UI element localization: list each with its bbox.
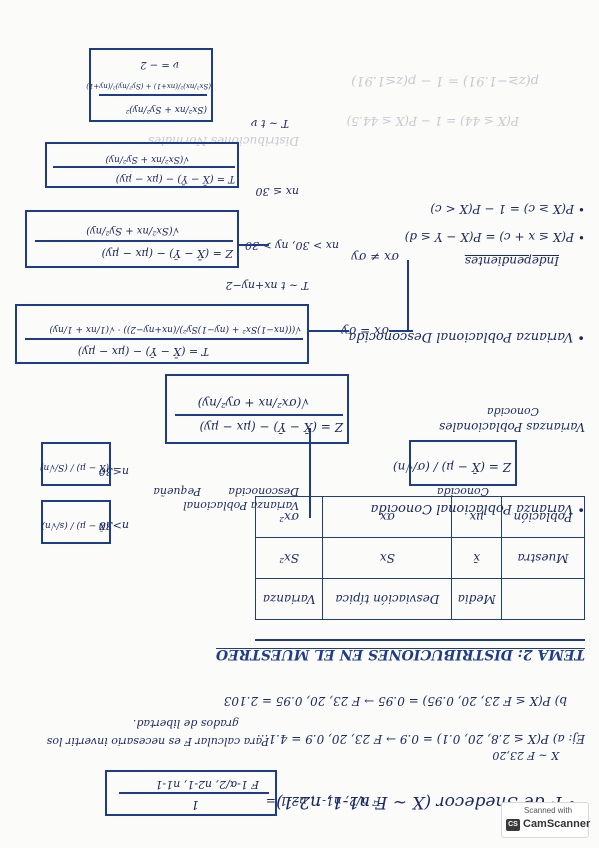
t-pooled-formula: T = (X̄ − Ȳ) − (μx − μy) <box>77 345 209 358</box>
table-header-cell <box>501 578 585 620</box>
welch-lhs: ν = − 2 <box>140 59 179 70</box>
f-snedecor-num: 1 <box>191 798 199 812</box>
table-cell: Sx² <box>255 537 323 579</box>
example-b: b) P(X ≤ F 23, 20, 0.95) = 0.95 → F 23, … <box>223 694 567 708</box>
z-two-formula: Z = (X̄ − Ȳ) − (μx − μy) <box>199 420 343 434</box>
table-header-cell: Media <box>451 578 502 620</box>
var-conocida-title: • Varianza Poblacional Conocida <box>370 501 585 516</box>
example-dist: X ~ F 23,20 <box>492 749 559 762</box>
varianzas-title: Varianzas Poblacionales <box>439 420 585 434</box>
t-unequal-formula: T = (X̄ − Ȳ) − (μx − μy) <box>115 173 235 184</box>
example-note-1: Para calcular F es necesario invertir lo… <box>46 735 269 748</box>
nx-le-label: nx ≤ 30 <box>255 185 300 198</box>
t-mean-large: (X̄ − μ) / (s/√n) <box>41 520 110 530</box>
var-poblacional-label: Varianza Poblacional <box>183 499 299 512</box>
tema-title: TEMA 2: DISTRIBUCIONES EN EL MUESTREO <box>215 646 585 662</box>
fraction-bar <box>175 414 343 416</box>
table-cell: Sx <box>322 537 452 579</box>
label-conocida-2: Conocida <box>486 405 539 418</box>
z-two-den: √(σx²/nx + σy²/ny) <box>197 396 309 410</box>
table-row: Muestra x̄ Sx Sx² <box>255 537 585 579</box>
ghost-text: p(z≥−1.91) = 1 − p(z≤1.91) <box>351 73 539 88</box>
table-row: Media Desviación típica Varianza <box>255 578 585 620</box>
z-unequal-formula: Z = (X̄ − Ȳ) − (μx − μy) <box>101 247 233 260</box>
t-mean-small: (X̄ − μ) / (S/√n) <box>39 462 109 472</box>
tema-underline <box>255 639 585 641</box>
example-note-2: grados de libertad. <box>132 717 239 730</box>
f-snedecor-lhs: F α/2, n1-1, n2-1 = <box>265 794 381 808</box>
label-desconocida: Desconocida <box>228 485 299 498</box>
table-cell: x̄ <box>451 537 502 579</box>
label-pequena: Pequeña <box>153 485 201 498</box>
fraction-bar <box>99 94 207 96</box>
t-pooled-den: √(((nx−1)Sx² + (ny−1)Sy²)/(nx+ny−2)) · √… <box>49 324 301 334</box>
t-sim-label: T ~ t ν <box>250 117 289 130</box>
fraction-bar <box>25 338 303 340</box>
connector-line <box>239 244 269 246</box>
example-a: Ej: a) P(X ≤ 2.8, 20, 0.1) = 0.9 → F 23,… <box>256 732 585 746</box>
z-unequal-den: √(Sx²/nx + Sy²/ny) <box>86 225 179 236</box>
table-header-cell: Varianza <box>255 578 323 620</box>
sigma-neq-label: σx ≠ σy <box>351 250 399 264</box>
independientes-label: Independientes <box>464 254 559 268</box>
badge-name: CamScanner <box>523 818 591 830</box>
f-snedecor-den: F 1-α/2, n2-1, n1-1 <box>155 778 259 791</box>
t-unequal-den: √(Sx²/nx + Sy²/ny) <box>105 154 189 164</box>
badge-caption: Scanned with <box>524 806 573 815</box>
welch-num: (Sx²/nx + Sy²/ny)² <box>125 104 207 114</box>
connector-line <box>309 330 349 332</box>
z-mean-formula: Z = (X̄ − μ) / (σ/√n) <box>392 460 511 474</box>
n-small-t: T ~ t nx+ny−2 <box>225 279 309 292</box>
ghost-text: P(X ≤ 44) = 1 − P(X ≤ 44.5) <box>346 114 519 128</box>
connector-line <box>407 260 409 332</box>
table-cell: Muestra <box>501 537 585 579</box>
camscanner-badge: Scanned with CS CamScanner <box>501 802 591 838</box>
connector-line <box>389 330 413 332</box>
label-conocida: Conocida <box>436 485 489 498</box>
fraction-bar <box>119 792 269 794</box>
prob-1: • P(X ≤ x + c) = P(X − Y ≤ d) <box>404 230 585 244</box>
prob-2: • P(X ≥ c) = 1 − P(X < c) <box>430 202 585 216</box>
fraction-bar <box>53 166 235 168</box>
welch-den: (Sx²/nx)²/(nx+1) + (Sy²/ny)²/(ny+1) <box>86 82 211 90</box>
table-header-cell: Desviación típica <box>322 578 452 620</box>
camscanner-logo-icon: CS <box>506 819 520 831</box>
fraction-bar <box>35 240 233 242</box>
